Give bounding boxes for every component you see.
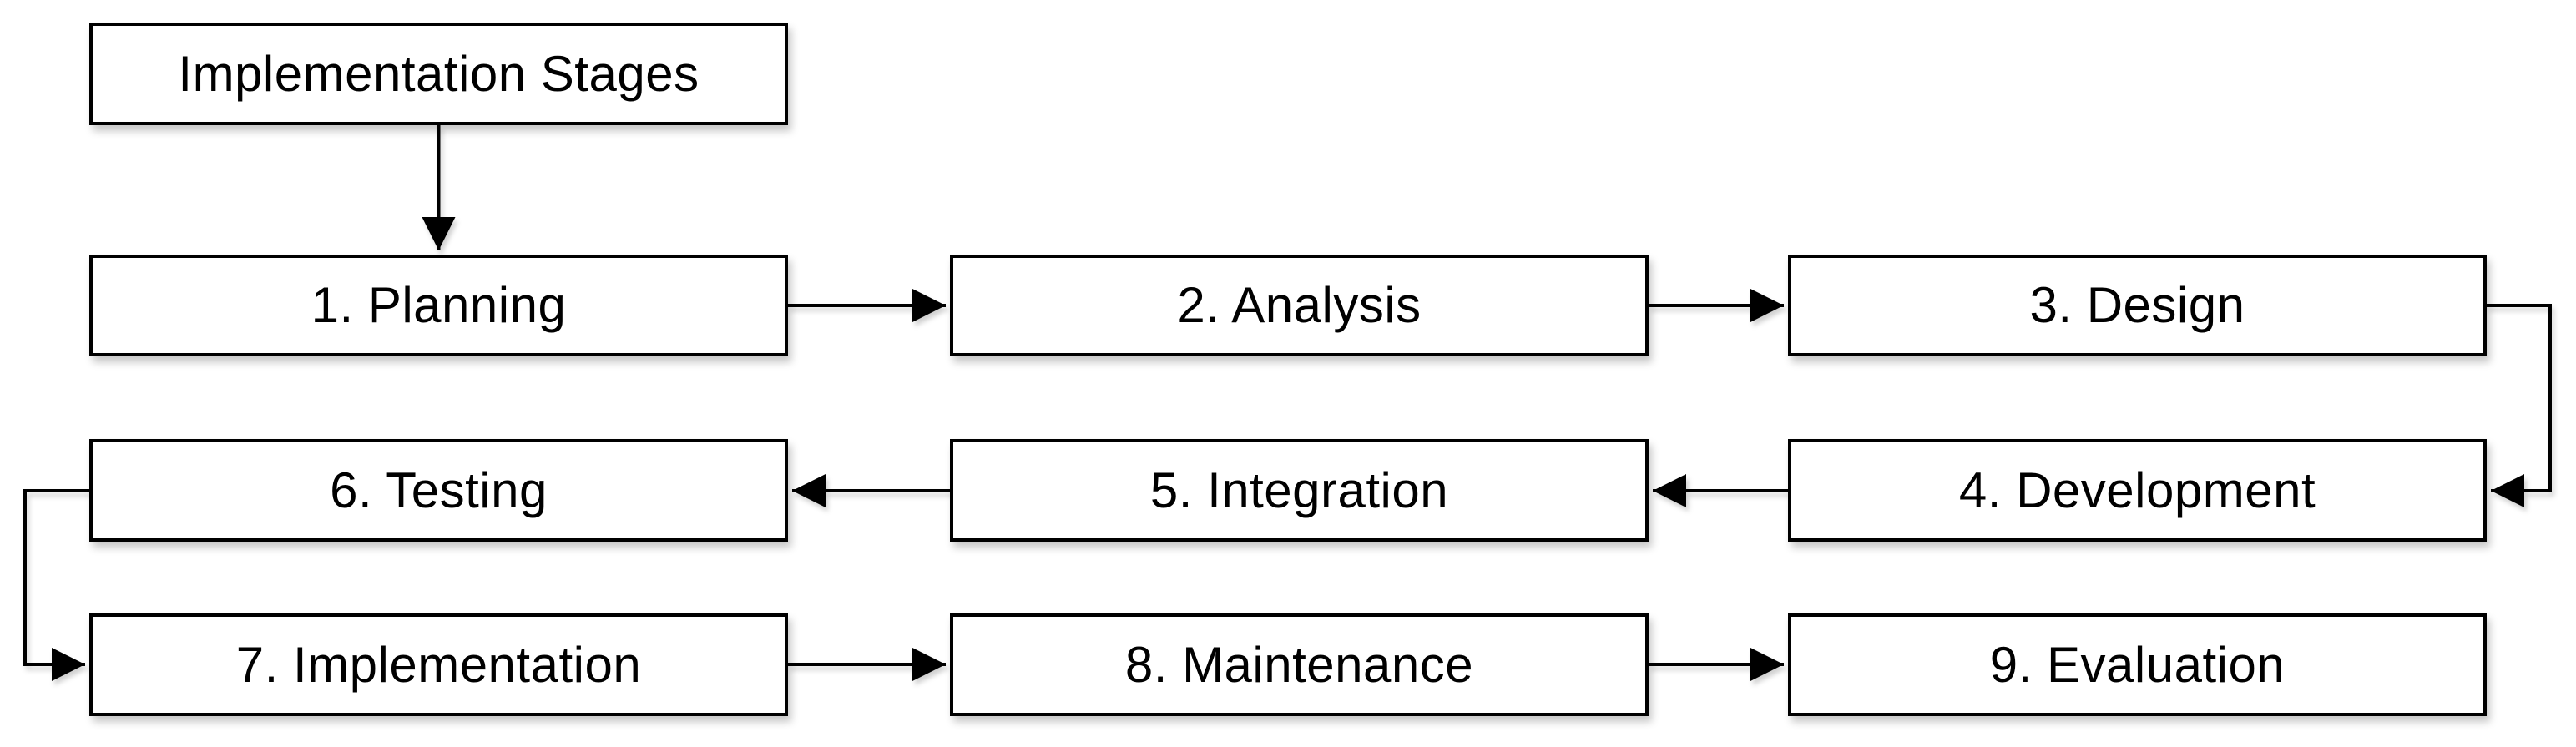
node-development: 4. Development <box>1788 439 2487 542</box>
node-analysis-label: 2. Analysis <box>1177 277 1422 333</box>
edge-design-development <box>2487 304 2552 507</box>
node-maintenance: 8. Maintenance <box>950 613 1649 716</box>
node-analysis: 2. Analysis <box>950 255 1649 356</box>
node-implementation: 7. Implementation <box>89 613 788 716</box>
node-evaluation-label: 9. Evaluation <box>1989 636 2286 693</box>
node-planning-label: 1. Planning <box>311 277 567 333</box>
node-design-label: 3. Design <box>2029 277 2245 333</box>
node-title-label: Implementation Stages <box>178 45 700 102</box>
node-evaluation: 9. Evaluation <box>1788 613 2487 716</box>
node-integration: 5. Integration <box>950 439 1649 542</box>
node-design: 3. Design <box>1788 255 2487 356</box>
node-testing: 6. Testing <box>89 439 788 542</box>
node-integration-label: 5. Integration <box>1149 462 1449 518</box>
node-implementation-label: 7. Implementation <box>235 636 642 693</box>
node-planning: 1. Planning <box>89 255 788 356</box>
node-maintenance-label: 8. Maintenance <box>1124 636 1474 693</box>
node-development-label: 4. Development <box>1958 462 2316 518</box>
edge-testing-implementation <box>23 489 89 681</box>
node-testing-label: 6. Testing <box>330 462 548 518</box>
node-title: Implementation Stages <box>89 23 788 125</box>
